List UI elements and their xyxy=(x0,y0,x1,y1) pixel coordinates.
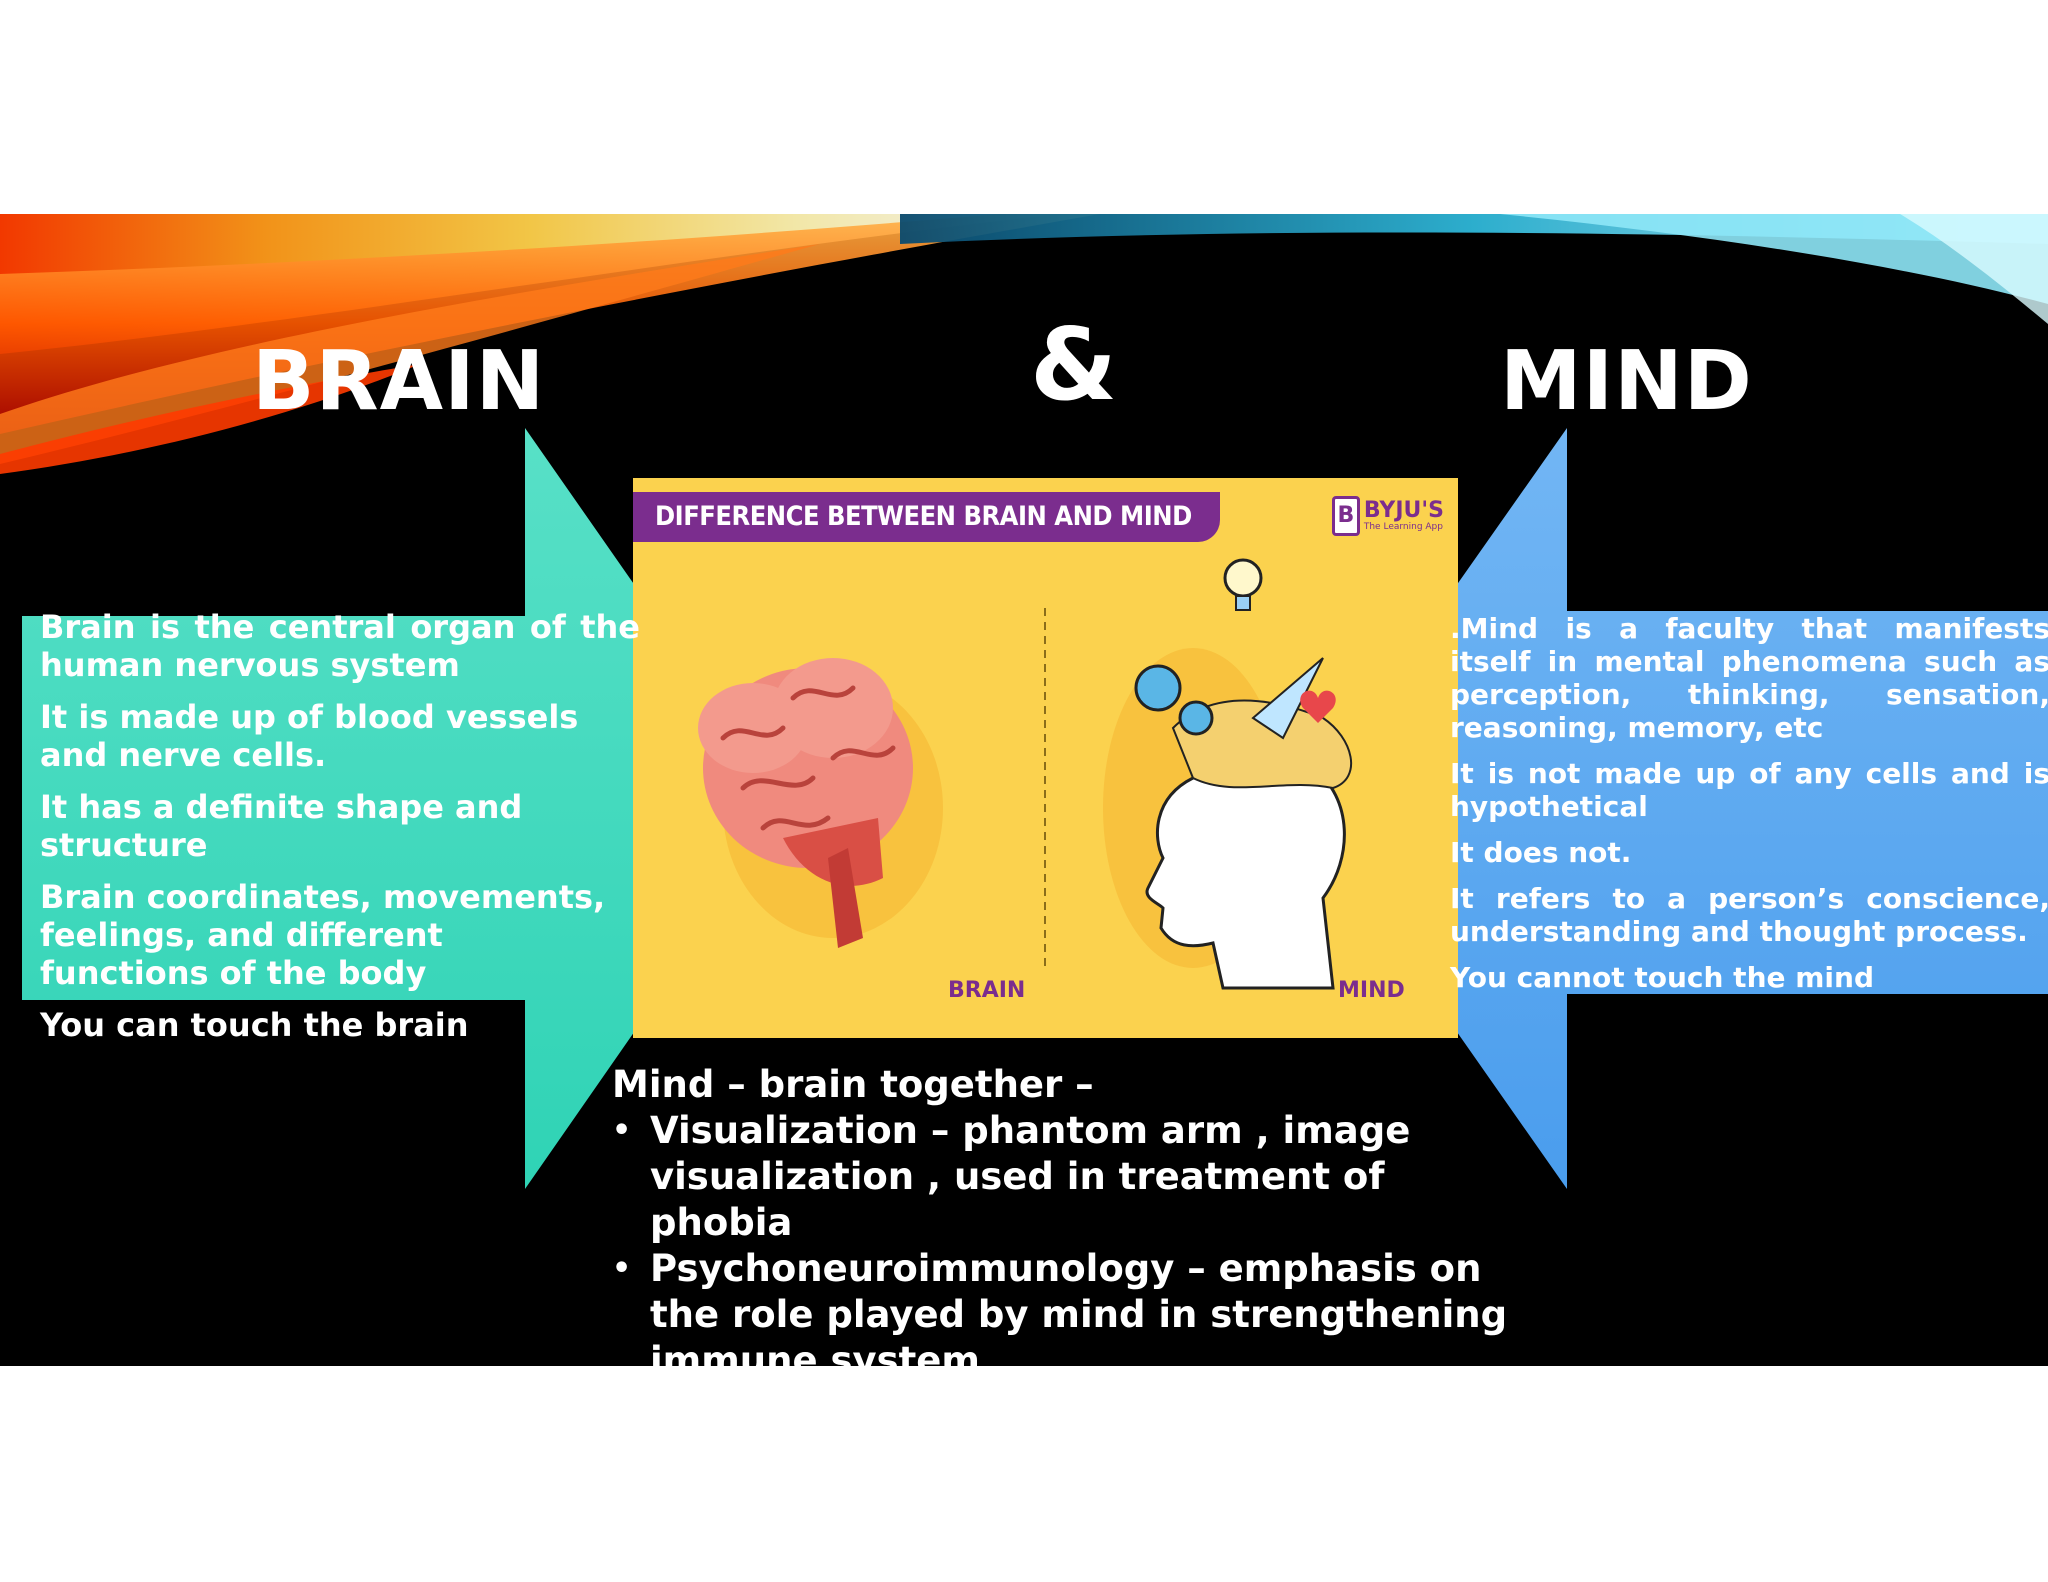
mind-point: It refers to a person’s conscience, unde… xyxy=(1450,882,2048,948)
mind-point: .Mind is a faculty that manifests itself… xyxy=(1450,612,2048,744)
mind-point: It does not. xyxy=(1450,836,1632,869)
title-brain: BRAIN xyxy=(252,334,546,429)
together-bullet: • Visualization – phantom arm , image vi… xyxy=(612,1108,1512,1246)
title-mind: MIND xyxy=(1500,334,1753,429)
together-bullet: • Psychoneuroimmunology – emphasis on th… xyxy=(612,1246,1512,1366)
arrows-layer xyxy=(22,428,2048,1189)
brain-arrow xyxy=(22,428,790,1189)
byjus-logo: B BYJU'S The Learning App xyxy=(1331,492,1444,540)
image-label-mind: MIND xyxy=(1338,978,1405,1003)
mind-points: .Mind is a faculty that manifests itself… xyxy=(1450,612,2048,1007)
mind-point: It is not made up of any cells and is hy… xyxy=(1450,757,2048,823)
brain-point: Brain is the central organ of the human … xyxy=(40,608,640,684)
image-banner: DIFFERENCE BETWEEN BRAIN AND MIND xyxy=(633,492,1220,542)
byjus-logo-sub: The Learning App xyxy=(1363,522,1443,532)
mind-point: You cannot touch the mind xyxy=(1450,961,1874,994)
image-label-brain: BRAIN xyxy=(948,978,1026,1003)
byjus-logo-name: BYJU'S xyxy=(1363,498,1444,523)
together-lead: Mind – brain together – xyxy=(612,1063,1094,1106)
brain-icon xyxy=(698,658,913,948)
title-ampersand: & xyxy=(1030,306,1118,423)
mind-arrow xyxy=(1300,428,2048,1189)
together-bullet-text: Psychoneuroimmunology – emphasis on the … xyxy=(650,1247,1508,1366)
brain-mind-image: DIFFERENCE BETWEEN BRAIN AND MIND B BYJU… xyxy=(633,478,1458,1038)
bullet-icon: • xyxy=(612,1113,632,1148)
brain-point: It is made up of blood vessels and nerve… xyxy=(40,698,579,774)
brain-point: Brain coordinates, movements, feelings, … xyxy=(40,878,606,992)
brain-point: You can touch the brain xyxy=(40,1006,469,1044)
byjus-logo-text: BYJU'S The Learning App xyxy=(1363,498,1444,533)
brain-point: It has a definite shape and structure xyxy=(40,788,523,864)
byjus-logo-mark: B xyxy=(1331,496,1360,536)
together-list: • Visualization – phantom arm , image vi… xyxy=(612,1108,1512,1366)
together-bullet-text: Visualization – phantom arm , image visu… xyxy=(650,1109,1411,1244)
slide: BRAIN & MIND xyxy=(0,214,2048,1366)
illustration xyxy=(698,558,1352,990)
brain-points: Brain is the central organ of the human … xyxy=(40,608,640,1058)
together-section: Mind – brain together – • Visualization … xyxy=(612,1062,1512,1366)
bullet-icon: • xyxy=(612,1251,632,1286)
mind-head-icon xyxy=(1134,558,1352,990)
decorative-swoosh xyxy=(0,214,2048,474)
